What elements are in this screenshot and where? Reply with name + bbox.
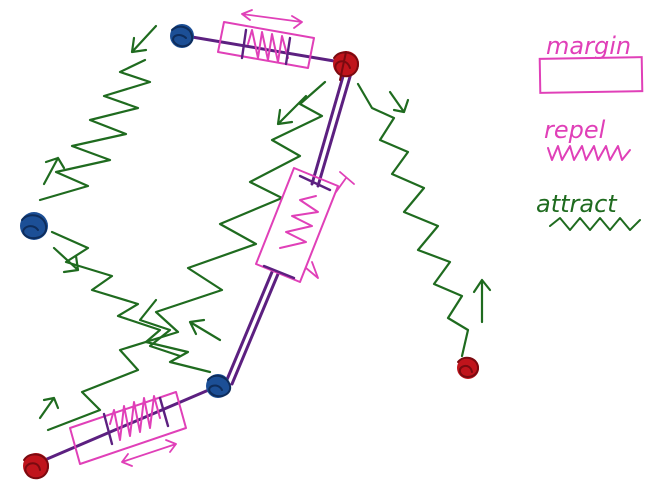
link-bottom (38, 384, 220, 464)
links (38, 34, 354, 464)
legend-margin-label: margin (546, 32, 631, 60)
attract-spring-topred-to-rightred (356, 82, 470, 358)
attract-spring-left-to-mid (50, 230, 212, 374)
arrow-icon (130, 24, 158, 54)
link-diagonal-1b (316, 68, 354, 188)
arrow-icon (52, 246, 80, 274)
attract-springs (38, 58, 470, 432)
node-red-right (457, 356, 479, 379)
legend-repel-label: repel (544, 116, 606, 144)
node-red-bottom-left (23, 453, 49, 480)
attract-arrows (38, 24, 492, 420)
arrow-icon (188, 318, 222, 342)
repel-spring-icon (547, 145, 631, 161)
attract-spring-icon (549, 217, 641, 231)
link-diagonal-2 (224, 270, 274, 384)
repel-arrows-top (241, 9, 303, 29)
legend-margin: margin (538, 32, 644, 94)
attract-spring-left-to-lower (138, 298, 182, 358)
node-blue-middle (206, 374, 232, 398)
arrow-icon (388, 90, 410, 114)
arrow-icon (472, 278, 492, 324)
nodes (20, 24, 479, 480)
legend: margin repel attract (536, 32, 644, 231)
link-diagonal-2b (230, 272, 280, 386)
repel-arrows-bottom (121, 439, 177, 467)
repel-spring-middle (279, 195, 319, 249)
attract-spring-topred-to-bottomred (46, 80, 327, 432)
node-red-top (333, 51, 359, 81)
margin-box-top (217, 9, 315, 69)
margin-box-middle (255, 167, 355, 283)
arrow-icon (42, 156, 66, 186)
arrow-icon (276, 94, 308, 126)
repel-spring-bottom (109, 395, 161, 441)
attract-spring-top-to-left (38, 58, 152, 202)
repel-arrows-middle (305, 171, 355, 279)
node-blue-left (20, 212, 48, 240)
repel-spring-top (247, 29, 289, 63)
legend-attract-label: attract (536, 190, 618, 218)
arrow-icon (38, 396, 60, 420)
link-diagonal-1 (310, 64, 348, 186)
margin-box-bottom (69, 391, 187, 467)
link-top (184, 34, 342, 64)
legend-repel: repel (544, 116, 631, 161)
node-blue-top (170, 24, 194, 48)
legend-attract: attract (536, 190, 641, 231)
